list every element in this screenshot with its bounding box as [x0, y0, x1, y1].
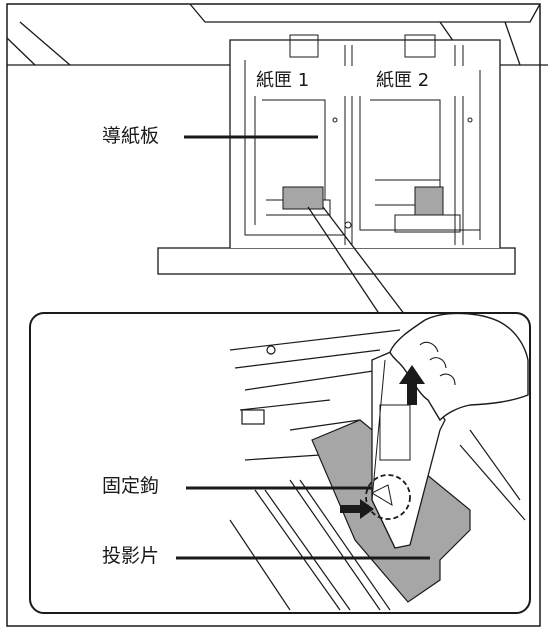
tray-label-bg: [248, 66, 470, 96]
leader-lines: [176, 135, 430, 560]
guide-tab-tray1: [282, 186, 324, 210]
label-paper-guide: 導紙板: [102, 125, 160, 147]
push-arrow: [340, 499, 374, 519]
inset-drawing: [229, 329, 526, 611]
label-lock-lever: 固定鉤: [102, 475, 160, 497]
guide-tab-tray2: [414, 186, 444, 216]
label-tray-1: 紙匣 1: [256, 70, 310, 91]
outer-frame: [6, 3, 541, 627]
lock-lever-highlight: [365, 474, 411, 520]
guide-window: [379, 404, 411, 461]
lift-up-arrow: [399, 365, 425, 405]
label-projection: 投影片: [102, 545, 160, 567]
zoom-lines: [307, 206, 406, 316]
label-tray-2: 紙匣 2: [376, 70, 430, 91]
